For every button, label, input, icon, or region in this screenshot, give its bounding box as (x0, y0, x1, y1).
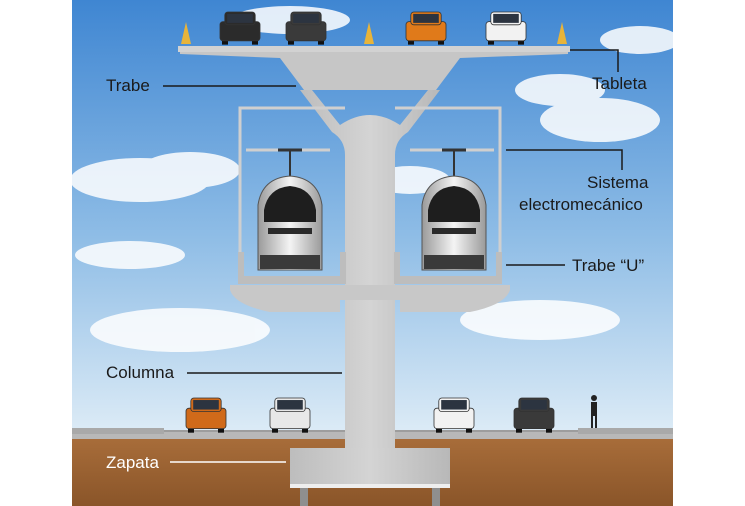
tableta-deck (178, 46, 570, 52)
top-car (286, 12, 326, 45)
label-trabe-u: Trabe “U” (572, 256, 644, 276)
street-car (186, 398, 226, 433)
label-trabe: Trabe (106, 76, 150, 96)
street-car (270, 398, 310, 433)
top-car (406, 12, 446, 45)
sidewalk-right (578, 428, 673, 434)
label-columna: Columna (106, 363, 174, 383)
street-car (514, 398, 554, 433)
top-car (486, 12, 526, 45)
label-tableta: Tableta (592, 74, 647, 94)
zapata-footing (290, 448, 450, 488)
top-car (220, 12, 260, 45)
sidewalk-left (72, 428, 164, 434)
label-sistema-line2: electromecánico (519, 195, 643, 215)
label-zapata: Zapata (106, 453, 159, 473)
street-car (434, 398, 474, 433)
label-sistema-line1: Sistema (587, 173, 648, 193)
